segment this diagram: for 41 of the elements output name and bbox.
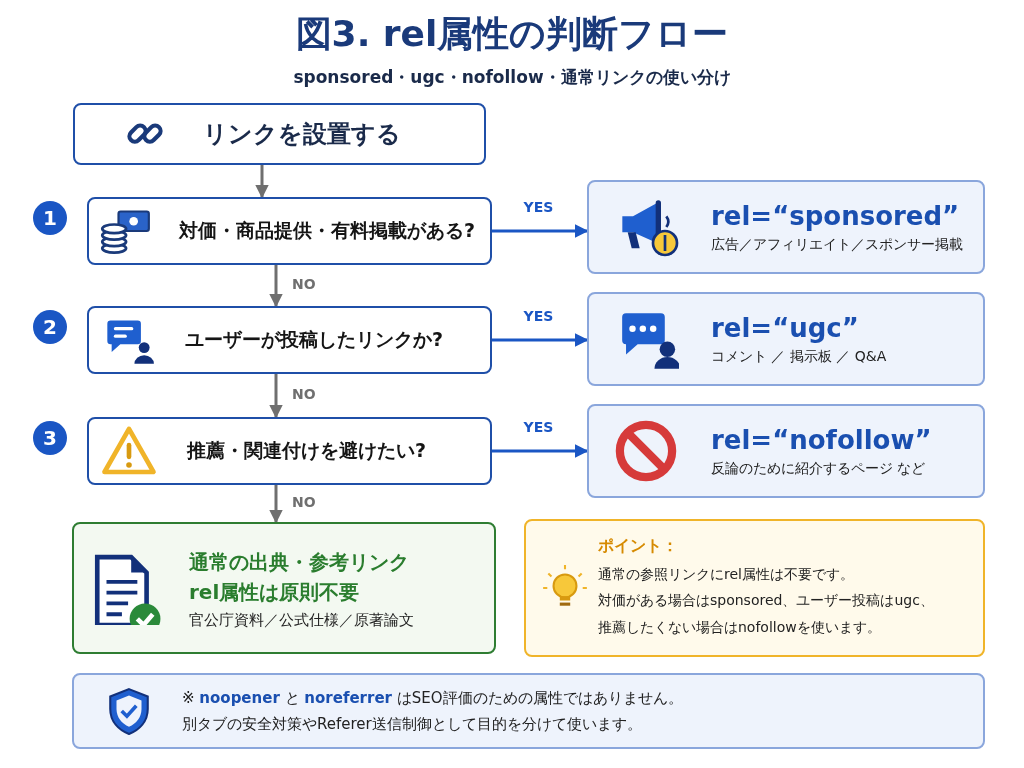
- edge-label: YES: [521, 308, 556, 324]
- question-text: 対価・商品提供・有料掲載がある?: [179, 218, 477, 243]
- outcome-heading: 通常の出典・参考リンク: [189, 548, 410, 576]
- arrow: [492, 333, 589, 347]
- arrow: [255, 165, 269, 199]
- step-number: 2: [33, 310, 67, 344]
- rel-value: rel=“nofollow”: [711, 423, 933, 457]
- arrow: [269, 485, 283, 524]
- arrow: [269, 374, 283, 419]
- tip-box: [524, 519, 985, 657]
- start-box: [73, 103, 486, 165]
- node-text: 広告／アフィリエイト／スポンサー掲載: [711, 236, 964, 255]
- node-text: 推薦したくない場合はnofollowを使います。: [598, 617, 882, 637]
- result-box: [587, 292, 985, 386]
- rel-value: rel=“sponsored”: [711, 199, 961, 233]
- arrow: [492, 224, 589, 238]
- result-box: [587, 404, 985, 498]
- result-box: [587, 180, 985, 274]
- question-text: ユーザーが投稿したリンクか?: [185, 327, 445, 352]
- title: 図3. rel属性の判断フロー: [294, 12, 730, 56]
- node-text: ※ noopener と noreferrer はSEO評価のための属性ではありません。: [182, 687, 684, 709]
- node-text: リンクを設置する: [203, 119, 402, 150]
- note-box: [72, 673, 985, 749]
- node-text: コメント ／ 掲示板 ／ Q&A: [711, 348, 888, 367]
- step-number: 1: [33, 201, 67, 235]
- tip-heading: ポイント：: [598, 535, 679, 557]
- step-number: 3: [33, 421, 67, 455]
- edge-label: YES: [521, 199, 556, 215]
- node-text: 官公庁資料／公式仕様／原著論文: [189, 610, 415, 630]
- edge-label: YES: [521, 419, 556, 435]
- node-text: 通常の参照リンクにrel属性は不要です。: [598, 564, 855, 584]
- question-text: 推薦・関連付けを避けたい?: [187, 438, 428, 463]
- rel-value: rel=“ugc”: [711, 311, 860, 345]
- node-text: 反論のために紹介するページ など: [711, 460, 927, 479]
- node-text: 別タブの安全対策やReferer送信制御として目的を分けて使います。: [182, 714, 643, 735]
- outcome-heading: rel属性は原則不要: [189, 578, 361, 606]
- arrow: [269, 265, 283, 308]
- subtitle: sponsored・ugc・nofollow・通常リンクの使い分け: [292, 66, 732, 89]
- outcome-box: [72, 522, 496, 654]
- arrow: [492, 444, 589, 458]
- node-text: 対価がある場合はsponsored、ユーザー投稿はugc、: [598, 591, 935, 611]
